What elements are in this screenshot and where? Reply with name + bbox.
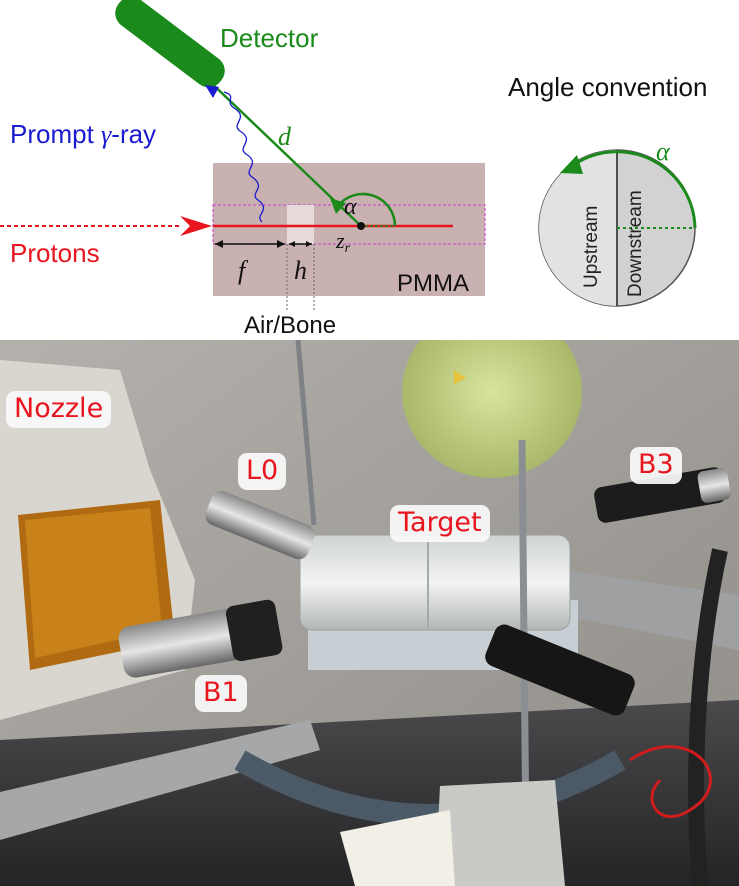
cable-right xyxy=(688,548,728,886)
detector-label: Detector xyxy=(220,23,319,53)
detector-b3 xyxy=(594,467,731,523)
pmma-label: PMMA xyxy=(397,270,469,297)
f-arrow-right xyxy=(277,240,285,248)
label-target: Target xyxy=(390,505,490,542)
laser-marker xyxy=(454,370,466,384)
prompt-gamma-label: Prompt γ-ray xyxy=(10,119,156,149)
target-cylinder xyxy=(299,534,571,631)
h-label: h xyxy=(294,256,307,285)
rod-left xyxy=(295,340,317,526)
h-arrow-left xyxy=(289,241,295,247)
cable-red xyxy=(629,745,712,818)
metal-plate xyxy=(435,780,565,886)
rail-left xyxy=(0,720,320,840)
downstream-label: Downstream xyxy=(625,190,646,297)
nozzle-window-shade xyxy=(25,508,162,658)
convention-alpha-arc xyxy=(574,150,697,229)
proton-arrowhead xyxy=(180,216,212,236)
gamma-arrowhead xyxy=(205,85,219,98)
air-bone-label: Air/Bone xyxy=(244,312,336,339)
experiment-schematic: Detector Prompt γ-ray Protons d α zr f h… xyxy=(0,0,707,339)
air-bone-insert xyxy=(287,205,314,244)
f-label: f xyxy=(238,256,249,285)
alpha-label: α xyxy=(344,194,357,220)
interaction-point xyxy=(357,222,365,230)
alpha-arc xyxy=(337,192,397,227)
angle-convention-title: Angle convention xyxy=(508,72,707,102)
zr-label: zr xyxy=(335,228,351,256)
rail-right xyxy=(560,570,739,650)
h-arrow-right xyxy=(306,241,312,247)
alpha-arc-arrowhead xyxy=(330,198,346,214)
convention-arc-arrowhead xyxy=(560,155,583,174)
label-nozzle: Nozzle xyxy=(6,391,112,428)
experimental-setup-photo: Nozzle L0 Target B3 B1 xyxy=(0,340,739,886)
detector-icon xyxy=(115,0,225,88)
convention-alpha-label: α xyxy=(656,137,671,166)
convention-upstream-half xyxy=(539,150,617,306)
distance-label: d xyxy=(278,122,292,151)
detector-front xyxy=(485,624,635,716)
gamma-ray-path xyxy=(223,91,265,223)
label-l0: L0 xyxy=(238,453,287,490)
detector-l0 xyxy=(205,490,315,560)
detector-b1 xyxy=(118,599,283,678)
beam-region xyxy=(212,204,486,245)
photo-scene xyxy=(0,340,739,886)
protons-label: Protons xyxy=(10,238,100,268)
label-b1: B1 xyxy=(195,675,247,712)
f-arrow-left xyxy=(215,240,223,248)
green-laser-spot xyxy=(402,340,582,478)
label-b3: B3 xyxy=(630,447,682,484)
paper-sheet xyxy=(340,810,455,886)
upstream-label: Upstream xyxy=(581,206,602,288)
